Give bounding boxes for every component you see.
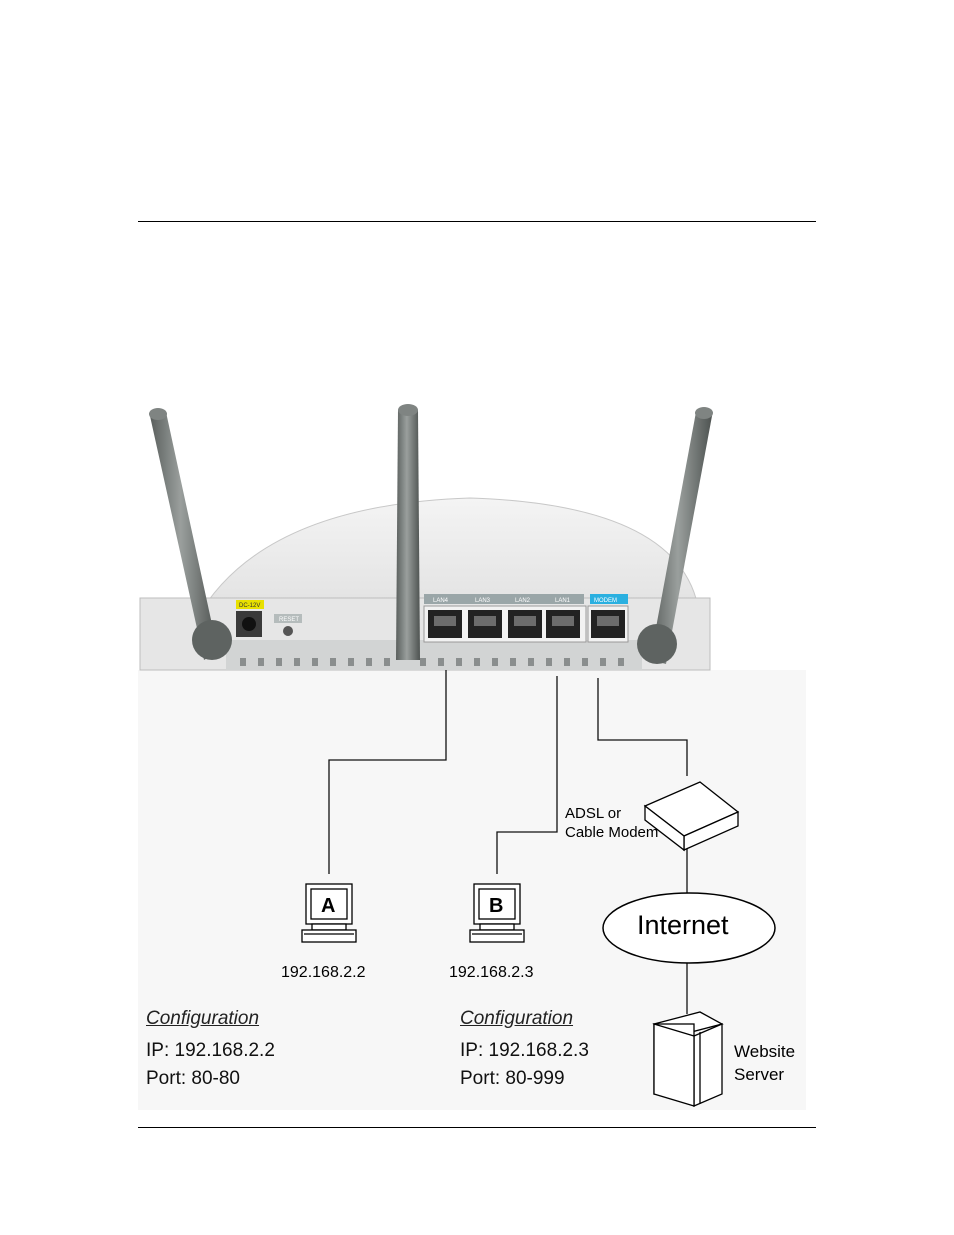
- computer-b-letter: B: [489, 895, 503, 917]
- computer-a: [301, 883, 357, 943]
- cable-to-computer-a: [328, 670, 447, 874]
- computer-a-letter: A: [321, 895, 335, 917]
- reset-tag: [274, 614, 302, 623]
- modem-tag: [590, 594, 628, 604]
- router-vents: [240, 658, 624, 666]
- router: DC-12V RESET LAN4 LAN3 LAN2 LAN1 MODEM: [139, 404, 713, 671]
- antenna-right: [637, 407, 713, 664]
- config-b-title: Configuration: [460, 1008, 574, 1029]
- config-b-port: Port: 80-999: [460, 1068, 565, 1089]
- footer-rule: [138, 1127, 816, 1128]
- port-label-modem: MODEM: [594, 598, 617, 604]
- server-icon: [652, 1011, 724, 1107]
- port-label-lan3: LAN3: [475, 598, 491, 604]
- computer-b: [469, 883, 525, 943]
- header-rule: [138, 221, 816, 222]
- port-label-lan4: LAN4: [433, 598, 449, 604]
- antenna-left: [149, 408, 232, 660]
- antenna-center: [396, 404, 420, 660]
- lan-tag-strip: [424, 594, 584, 604]
- reset-label: RESET: [279, 617, 299, 623]
- config-b-ip: IP: 192.168.2.3: [460, 1040, 589, 1061]
- port-label-lan1: LAN1: [555, 598, 571, 604]
- cable-to-computer-b: [496, 676, 558, 874]
- ethernet-ports: [423, 605, 629, 643]
- modem-icon: [643, 781, 740, 852]
- power-tag: [236, 600, 264, 609]
- config-a-title: Configuration: [146, 1008, 260, 1029]
- computer-b-ip: 192.168.2.3: [449, 964, 534, 981]
- internet-cloud: [602, 892, 776, 964]
- modem-label-line2: Cable Modem: [565, 824, 659, 841]
- server-label-line1: Website: [734, 1042, 796, 1061]
- config-a-ip: IP: 192.168.2.2: [146, 1040, 275, 1061]
- modem-label-line1: ADSL or: [565, 805, 622, 822]
- server-label-line2: Server: [734, 1065, 785, 1084]
- power-label: DC-12V: [239, 603, 260, 609]
- computer-a-ip: 192.168.2.2: [281, 964, 366, 981]
- internet-label: Internet: [637, 910, 729, 940]
- port-label-lan2: LAN2: [515, 598, 531, 604]
- reset-button: [283, 626, 293, 636]
- config-a-port: Port: 80-80: [146, 1068, 240, 1089]
- cable-to-modem: [597, 678, 688, 776]
